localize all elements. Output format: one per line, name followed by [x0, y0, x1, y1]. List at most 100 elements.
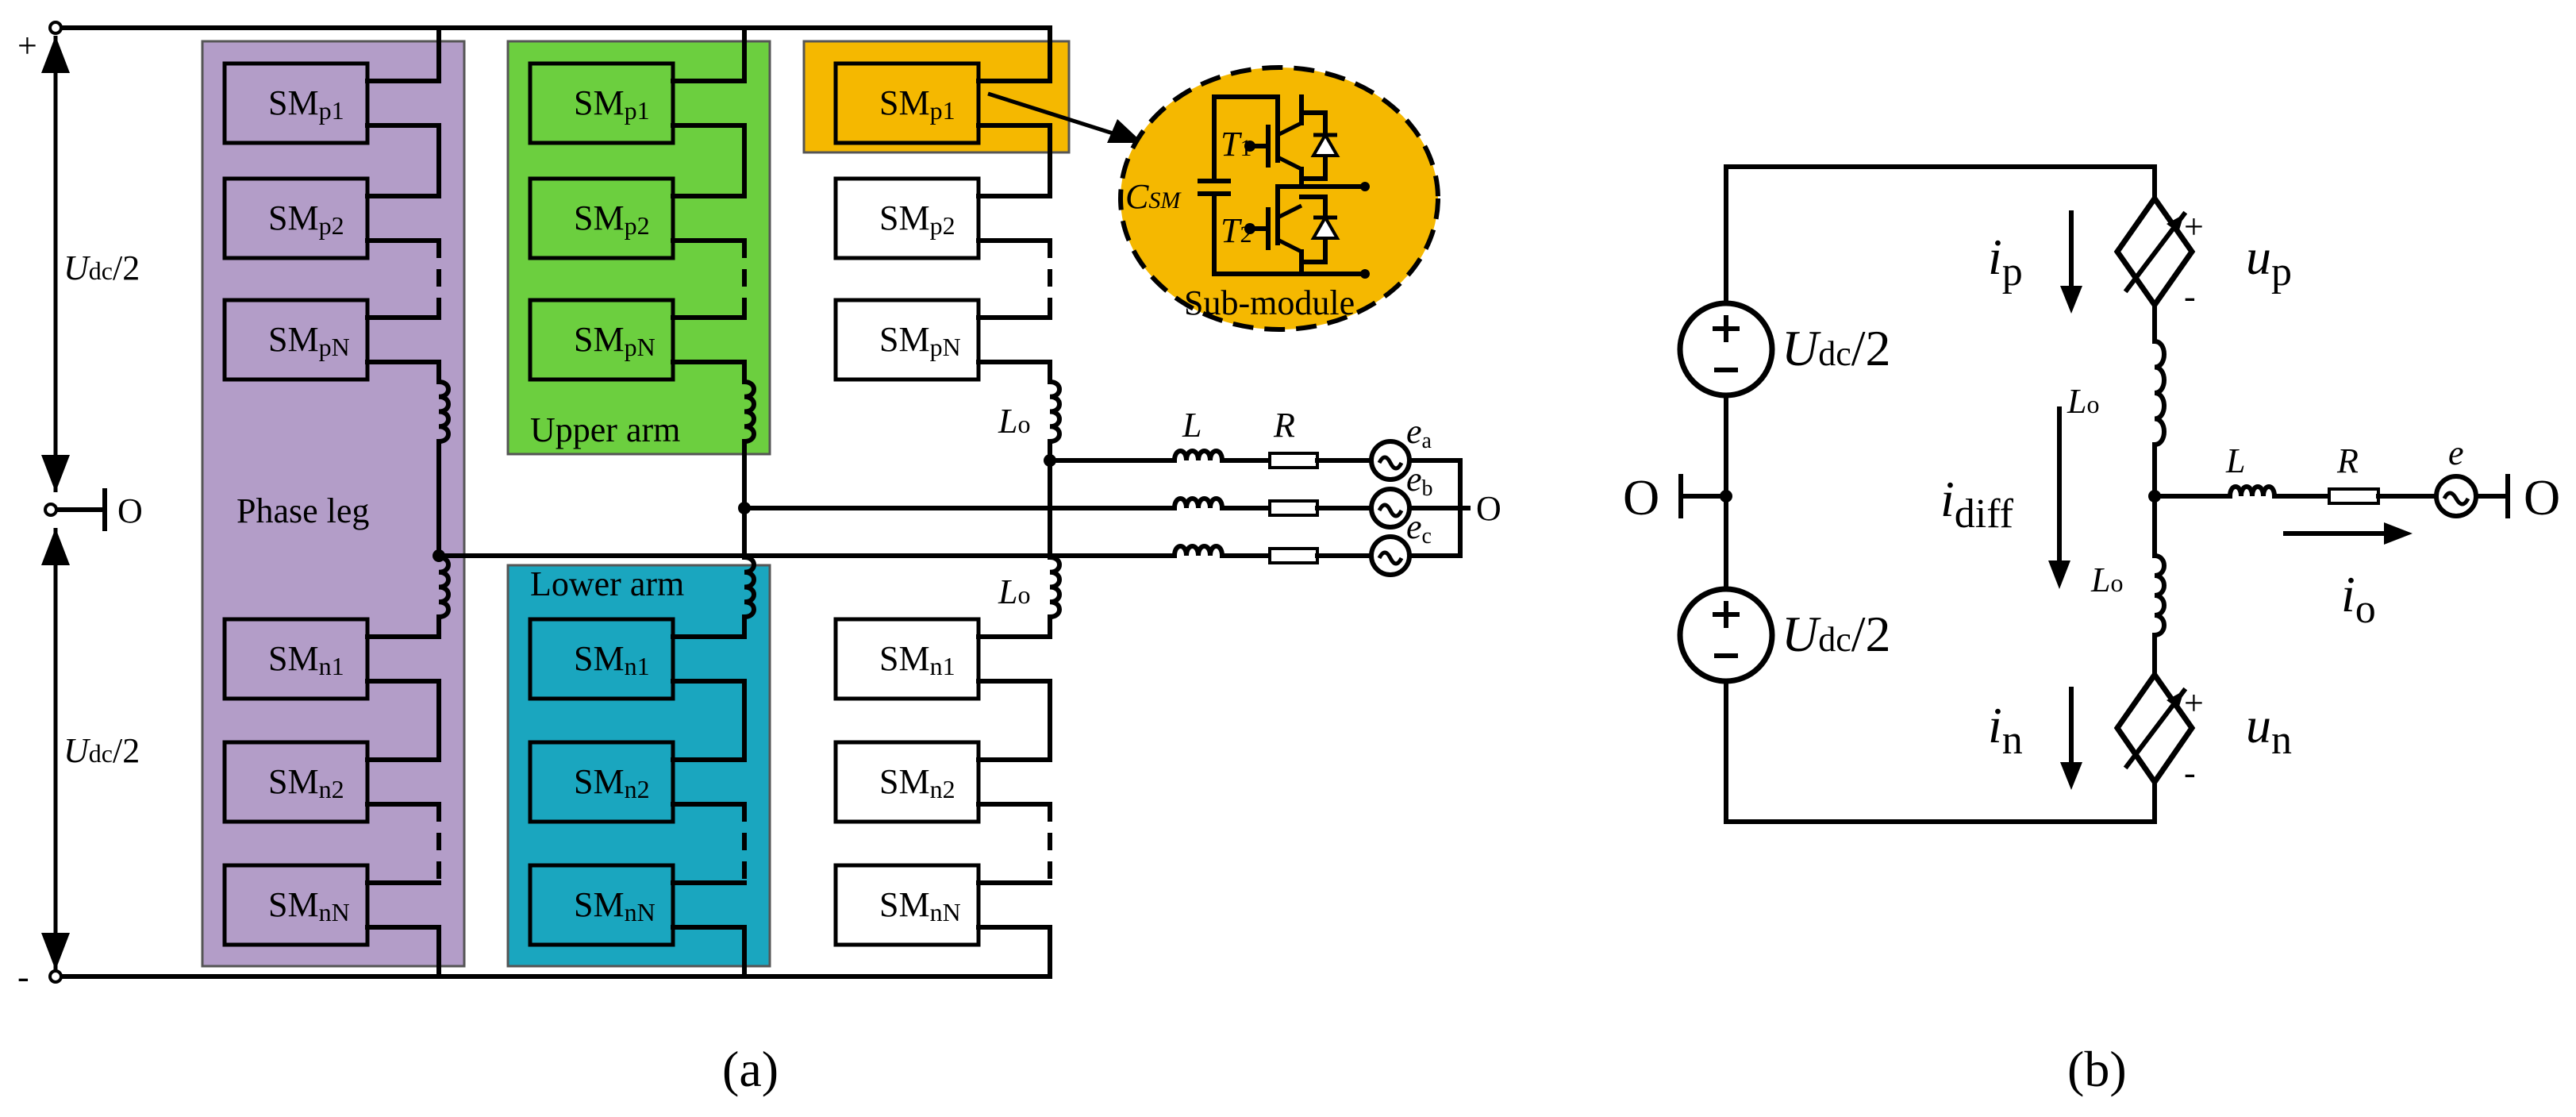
submodule-label: SMn1: [268, 639, 344, 680]
t2-gate-dot: [1244, 223, 1255, 234]
submodule-box: [222, 176, 370, 260]
submodule-label: SMnN: [879, 885, 961, 926]
b-ac-source-sine: [2442, 491, 2470, 507]
t2-emitter: [1276, 237, 1303, 254]
b-dc-source-upper: [1677, 300, 1775, 399]
ac-source-sine: [1377, 503, 1404, 518]
upper-arm-inductor: [1047, 379, 1062, 445]
panel-a: + - Udc/2 Udc/2 O Phase leg Upper arm Lo…: [17, 21, 1501, 1097]
submodule-box: [833, 61, 981, 145]
submodule-detail: CSM T1 T2 Sub-module: [1118, 65, 1440, 332]
plus-label: +: [17, 26, 37, 65]
submodule-label: SMp1: [268, 83, 344, 125]
submodule-label: SMp2: [268, 198, 344, 240]
caption-b: (b): [2067, 1041, 2127, 1097]
submodule-box: [222, 863, 370, 947]
caption-a: (a): [722, 1041, 779, 1097]
b-R-label: R: [2336, 441, 2359, 480]
submodule-arm-p2: SMp2: [528, 176, 747, 260]
b-lower-inductor: [2151, 553, 2167, 638]
upper-arm-inductor: [741, 379, 756, 445]
submodule-phase-p2: SMp2: [222, 176, 441, 260]
lower-arm-label: Lower arm: [530, 564, 684, 603]
t2-collector: [1276, 203, 1303, 220]
submodule-label: SMpN: [268, 320, 350, 361]
b-ac-inductor: [2227, 484, 2278, 499]
submodule-box: [528, 298, 675, 382]
b-up-source: [2113, 193, 2196, 310]
ac-source-sine: [1377, 455, 1404, 471]
b-ip-label: ip: [1988, 229, 2023, 295]
b-o-left-node: [1720, 490, 1732, 503]
submodule-label: SMp1: [879, 83, 955, 125]
ac-source-label: eb: [1406, 460, 1433, 501]
b-ac-inductor: [2227, 484, 2278, 499]
d1-symbol: [1310, 131, 1340, 157]
submodule-white-n1: SMn1: [833, 617, 1052, 701]
submodule-phase-p1: SMp1: [222, 61, 441, 145]
udc-upper-label: Udc/2: [63, 248, 140, 287]
b-in-arrow: [2060, 687, 2082, 790]
cap-bottom-wire: [1212, 195, 1367, 276]
b-lo-upper-label: Lo: [2067, 382, 2099, 421]
lower-arm-inductor: [1047, 554, 1062, 620]
submodule-label: SMnN: [574, 885, 656, 926]
ac-neutral-label: O: [1476, 489, 1501, 528]
submodule-white-p1: SMp1: [833, 61, 1052, 145]
submodule-phase-nN: SMnN: [222, 863, 441, 947]
ac-inductor: [1171, 496, 1225, 511]
b-resistor: [2328, 487, 2380, 505]
ac-L-label: L: [1182, 406, 1201, 445]
panel-b: Udc/2 Udc/2 O + - + - Lo: [1623, 164, 2560, 1097]
submodule-box: [528, 863, 675, 947]
b-un-label: un: [2246, 697, 2292, 763]
submodule-label: SMn1: [879, 639, 955, 680]
submodule-box: [528, 740, 675, 824]
submodule-white-p2: SMp2: [833, 176, 1052, 260]
b-in-label: in: [1988, 697, 2023, 763]
submodule-box: [833, 863, 981, 947]
arm-wiring: [433, 25, 1062, 979]
ac-R-label: R: [1273, 406, 1295, 445]
submodule-label: SMn2: [879, 762, 955, 803]
b-un-plus: +: [2184, 684, 2204, 722]
submodule-box: [833, 298, 981, 382]
d2-symbol: [1310, 214, 1340, 240]
lower-arm-inductor: [741, 554, 756, 620]
cap-top-wire: [1212, 94, 1280, 181]
ac-inductor: [1171, 544, 1225, 559]
ac-resistor: [1268, 499, 1319, 517]
t1-label: T1: [1221, 125, 1251, 164]
upper-arm-label: Upper arm: [530, 410, 680, 449]
b-o-right-label: O: [2524, 469, 2560, 526]
submodule-arm-p1: SMp1: [528, 61, 747, 145]
b-o-left-label: O: [1623, 469, 1659, 526]
b-idiff-arrow: [2048, 406, 2070, 589]
ac-phase-c: ec: [436, 507, 1463, 577]
ac-phase-b: eb: [742, 460, 1463, 530]
submodule-arm-n2: SMn2: [528, 740, 747, 824]
submodule-label: SMpN: [574, 320, 656, 361]
b-up-minus: -: [2184, 277, 2196, 316]
b-un-minus: -: [2184, 753, 2196, 792]
ac-source-sine: [1377, 550, 1404, 566]
b-bottom-wire: [1724, 680, 2157, 824]
submodule-title: Sub-module: [1184, 283, 1355, 322]
b-io-label: io: [2341, 566, 2376, 632]
b-inductors: [2151, 338, 2167, 638]
submodule-arm-nN: SMnN: [528, 863, 747, 947]
b-udc-lower-label: Udc/2: [1782, 606, 1891, 662]
submodule-box: [222, 617, 370, 701]
b-upper-inductor: [2151, 338, 2167, 448]
b-idiff-label: idiff: [1940, 471, 2014, 537]
b-e-label: e: [2448, 433, 2464, 472]
submodule-arm-pN: SMpN: [528, 298, 747, 382]
phase-leg-label: Phase leg: [236, 491, 369, 530]
submodule-box: [222, 740, 370, 824]
submodule-white-pN: SMpN: [833, 298, 1052, 382]
callout-arrowhead: [1107, 119, 1143, 143]
upper-lo-label: Lo: [998, 402, 1030, 441]
submodule-label: SMp2: [574, 198, 650, 240]
